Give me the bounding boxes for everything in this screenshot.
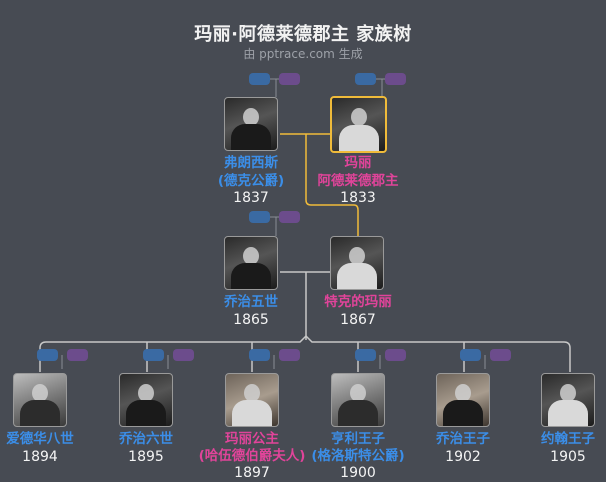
- person-name[interactable]: 玛丽: [344, 155, 372, 171]
- person-photo-prince-henry[interactable]: [331, 373, 385, 427]
- add-mother-button[interactable]: [173, 349, 194, 361]
- add-mother-button[interactable]: [279, 211, 300, 223]
- person-name[interactable]: 乔治王子: [436, 431, 490, 447]
- person-birth-year: 1894: [22, 449, 58, 465]
- person-photo-prince-george[interactable]: [436, 373, 490, 427]
- person-birth-year: 1900: [340, 465, 376, 481]
- page-title: 玛丽·阿德莱德郡主 家族树: [194, 24, 412, 45]
- add-father-button[interactable]: [249, 349, 270, 361]
- add-mother-button[interactable]: [67, 349, 88, 361]
- add-mother-button[interactable]: [385, 73, 406, 85]
- generator-credit: 由 pptrace.com 生成: [243, 47, 363, 61]
- person-photo-edward-viii[interactable]: [13, 373, 67, 427]
- person-title[interactable]: (德克公爵): [217, 173, 285, 189]
- person-birth-year: 1895: [128, 449, 164, 465]
- person-name[interactable]: 弗朗西斯: [224, 155, 278, 171]
- person-birth-year: 1897: [234, 465, 270, 481]
- person-name[interactable]: 亨利王子: [331, 431, 385, 447]
- person-photo-prince-john[interactable]: [541, 373, 595, 427]
- person-photo-george-vi[interactable]: [119, 373, 173, 427]
- add-mother-button[interactable]: [385, 349, 406, 361]
- person-photo-george-v[interactable]: [224, 236, 278, 290]
- add-mother-button[interactable]: [490, 349, 511, 361]
- person-title[interactable]: (哈伍德伯爵夫人): [198, 448, 306, 464]
- add-mother-button[interactable]: [279, 73, 300, 85]
- person-photo-mary-of-teck[interactable]: [330, 236, 384, 290]
- add-father-button[interactable]: [249, 73, 270, 85]
- person-birth-year: 1902: [445, 449, 481, 465]
- add-father-button[interactable]: [143, 349, 164, 361]
- person-birth-year: 1833: [340, 190, 376, 206]
- person-title[interactable]: 阿德莱德郡主: [317, 173, 399, 189]
- person-birth-year: 1865: [233, 312, 269, 328]
- add-father-button[interactable]: [37, 349, 58, 361]
- person-name[interactable]: 玛丽公主: [225, 431, 279, 447]
- person-photo-princess-mary[interactable]: [225, 373, 279, 427]
- add-father-button[interactable]: [249, 211, 270, 223]
- person-photo-francis[interactable]: [224, 97, 278, 151]
- person-birth-year: 1867: [340, 312, 376, 328]
- add-mother-button[interactable]: [279, 349, 300, 361]
- person-photo-mary-adelaide[interactable]: [330, 96, 387, 153]
- add-father-button[interactable]: [355, 73, 376, 85]
- person-name[interactable]: 乔治六世: [119, 431, 173, 447]
- person-birth-year: 1837: [233, 190, 269, 206]
- person-title[interactable]: (格洛斯特公爵): [311, 448, 405, 464]
- add-father-button[interactable]: [355, 349, 376, 361]
- person-birth-year: 1905: [550, 449, 586, 465]
- person-name[interactable]: 爱德华八世: [6, 431, 74, 447]
- person-name[interactable]: 约翰王子: [541, 431, 595, 447]
- person-name[interactable]: 乔治五世: [224, 294, 278, 310]
- add-father-button[interactable]: [460, 349, 481, 361]
- person-name[interactable]: 特克的玛丽: [324, 294, 392, 310]
